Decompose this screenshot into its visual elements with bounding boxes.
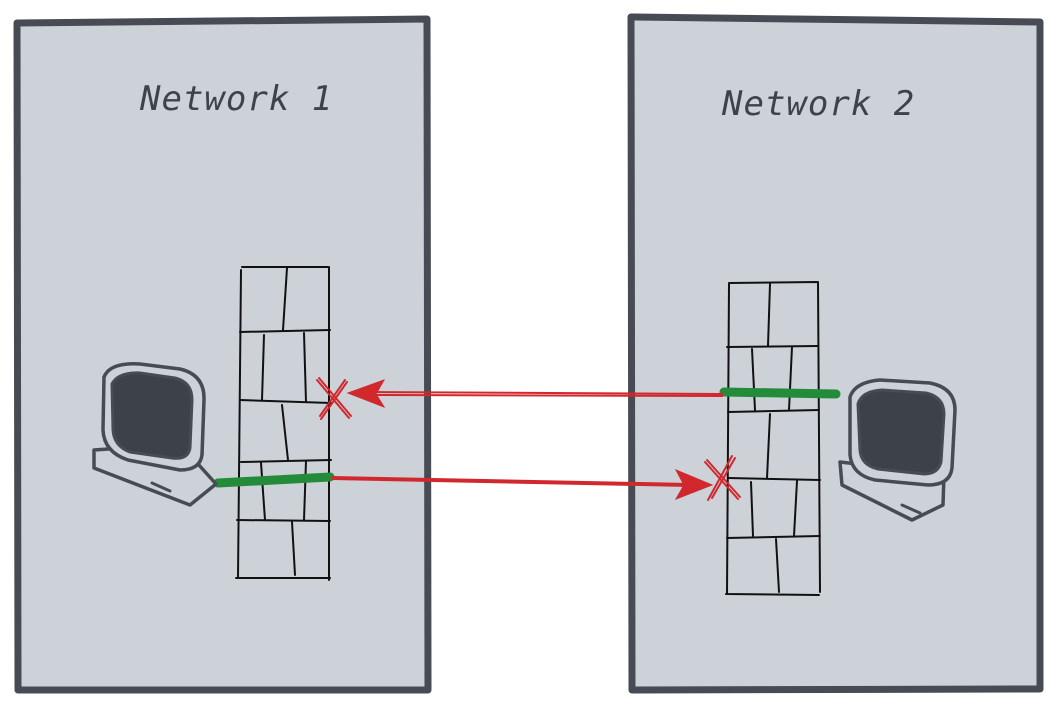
network-2-box [627, 13, 1044, 694]
traffic-arrow-2-to-1 [346, 379, 724, 409]
firewall-2-allow-rule [719, 387, 841, 399]
blocked-x-icon [316, 377, 352, 420]
computer-2-icon [838, 378, 957, 522]
network-1-zone: Network 1 [13, 15, 432, 694]
blocked-x-icon [704, 455, 741, 501]
firewall-1-allow-rule [213, 472, 335, 488]
arrow-icon [346, 379, 386, 409]
arrow-icon [674, 469, 714, 500]
firewall-1-icon [213, 266, 335, 581]
network-2-zone: Network 2 [627, 13, 1044, 694]
network-2-label: Network 2 [721, 84, 915, 124]
computer-1-icon [92, 362, 218, 507]
network-1-box [13, 15, 432, 694]
firewall-2-icon [719, 281, 841, 596]
network-1-label: Network 1 [139, 79, 333, 119]
traffic-arrow-1-to-2 [331, 469, 714, 500]
